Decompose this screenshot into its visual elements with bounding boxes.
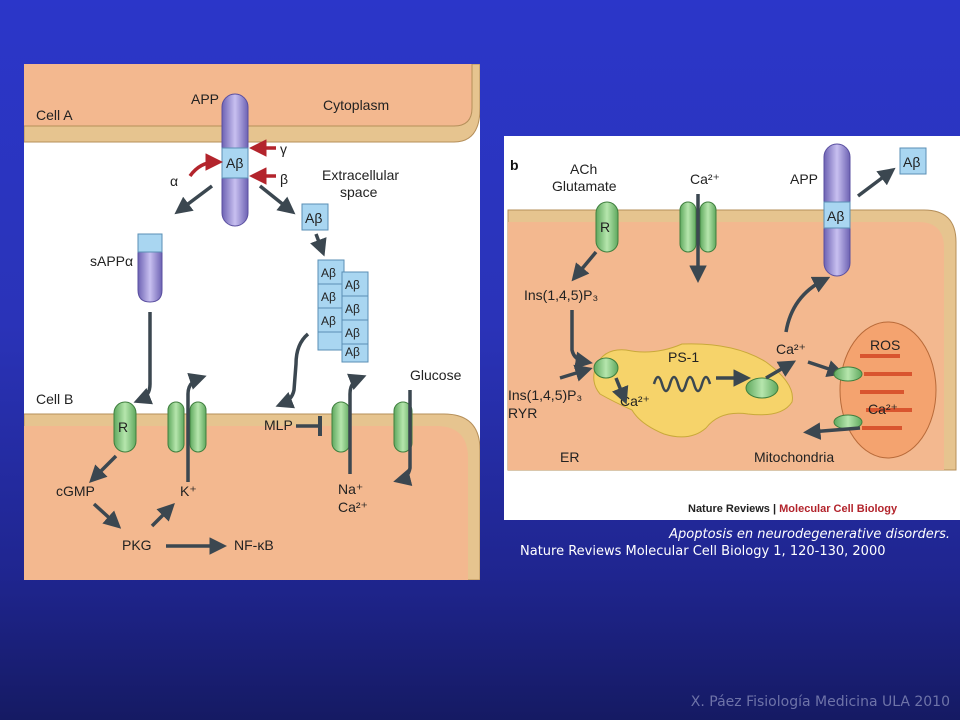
app-label-a: APP [191,91,219,107]
abeta-label-box-b: Aβ [903,154,920,170]
ip3-receptor-er [593,357,619,379]
journal-name-2: Molecular Cell Biology [779,503,898,515]
abeta-label-app-b: Aβ [827,208,844,224]
arrow-app-to-abeta [258,184,296,215]
arrow-k-efflux [186,373,207,482]
ryr-label: RYR [508,405,537,421]
arrow-na-ca-influx [346,373,367,474]
app-protein-panel-b: Aβ [823,143,851,277]
arrow-ryr-to-er [559,364,593,382]
arrow-glucose-uptake [393,390,413,486]
arrow-sapp-to-receptor [133,312,154,405]
receptor-cell-b: R [113,401,137,453]
mitochondria-label: Mitochondria [754,449,834,465]
ip3-label-2: Ins(1,4,5)P₃ [508,387,582,403]
glucose-label: Glucose [410,367,462,383]
pkg-label: PKG [122,537,152,553]
cell-b [24,413,480,580]
na-plus-label: Na⁺ [338,481,363,497]
receptor-panel-b: R [595,201,619,253]
arrow-abeta-aggregate [310,233,327,257]
na-ca-channel [331,401,351,453]
secretase-arrows [188,139,276,185]
abeta-box-panel-b: Aβ [899,147,927,175]
ca2-label-mid: Ca²⁺ [776,341,806,357]
journal-sep: | [770,503,779,515]
abeta-monomer-label: Aβ [305,210,322,226]
abeta-agg-7: Aβ [345,345,360,359]
nfkb-label: NF-κB [234,537,274,553]
extracellular-label-2: space [340,184,378,200]
k-plus-label: K⁺ [180,483,197,499]
abeta-agg-5: Aβ [345,302,360,316]
abeta-label-a: Aβ [226,155,243,171]
er-shape [593,343,793,438]
glucose-transporter [393,401,413,453]
cell-a [24,64,480,143]
receptor-label-a: R [118,419,128,435]
mito-channel-1 [833,366,863,382]
arrow-abeta-release [856,167,896,198]
abeta-agg-4: Aβ [345,278,360,292]
mitochondria-shape [839,321,937,459]
abeta-agg-2: Aβ [321,290,336,304]
abeta-agg-6: Aβ [345,326,360,340]
ca2-label-mito: Ca²⁺ [868,401,898,417]
beta-label: β [280,171,288,187]
journal-name-1: Nature Reviews [688,503,770,515]
footer-credit: X. Páez Fisiología Medicina ULA 2010 [690,694,950,710]
k-channel [167,401,207,453]
app-protein-cell-a: Aβ [221,93,249,227]
cytoplasm-label: Cytoplasm [323,97,389,113]
alpha-label: α [170,173,178,189]
receptor-label-b: R [600,219,610,235]
arrow-channel-to-ca [765,360,797,380]
cell-b-label: Cell B [36,391,73,407]
abeta-monomer: Aβ [301,203,329,231]
app-label-b: APP [790,171,818,187]
caption-reference: Nature Reviews Molecular Cell Biology 1,… [520,544,886,559]
mlp-label: MLP [264,417,293,433]
sapp-alpha-fragment [137,233,163,303]
cgmp-label: cGMP [56,483,95,499]
ps1-protein [652,375,712,393]
arrow-pkg-to-k [150,503,175,528]
cell-a-label: Cell A [36,107,73,123]
ca2-label-top: Ca²⁺ [690,171,720,187]
ca2-plus-label-a: Ca²⁺ [338,499,368,515]
arrow-cgmp-to-pkg [92,502,122,529]
arrow-er-ca-release [611,377,629,405]
panel-a-diagram: Aβ γ β α Cell A APP Cytoplasm Extracellu… [24,64,480,580]
arrow-receptor-to-cgmp [89,454,118,483]
abeta-aggregate: Aβ Aβ Aβ Aβ Aβ Aβ Aβ [317,259,369,363]
ip3-label-1: Ins(1,4,5)P₃ [524,287,598,303]
ach-label: ACh [570,161,597,177]
ca-channel-panel-b [679,201,717,253]
glutamate-label: Glutamate [552,178,617,194]
journal-credit: Nature Reviews | Molecular Cell Biology [688,503,898,515]
arrow-ca-to-app [784,276,831,333]
arrow-mito-ca-release [803,422,861,440]
arrow-receptor-to-ip3 [571,250,598,282]
er-ca-channel [745,377,779,399]
arrow-ca-to-mito [807,360,845,377]
panel-b-letter: b [510,157,519,173]
ps1-label: PS-1 [668,349,699,365]
arrow-ip3-to-er [570,310,593,369]
caption-title: Apoptosis en neurodegenerative disorders… [669,527,950,542]
extracellular-label-1: Extracellular [322,167,399,183]
panel-b-diagram: b ACh Glutamate Ca²⁺ APP R Aβ Aβ Ins [504,136,960,520]
ros-label: ROS [870,337,900,353]
er-label: ER [560,449,579,465]
gamma-label: γ [280,141,287,157]
abeta-agg-3: Aβ [321,314,336,328]
sapp-alpha-label: sAPPα [90,253,133,269]
abeta-agg-1: Aβ [321,266,336,280]
arrow-app-to-sapp [174,184,214,215]
arrow-abeta-to-mlp [275,332,310,409]
